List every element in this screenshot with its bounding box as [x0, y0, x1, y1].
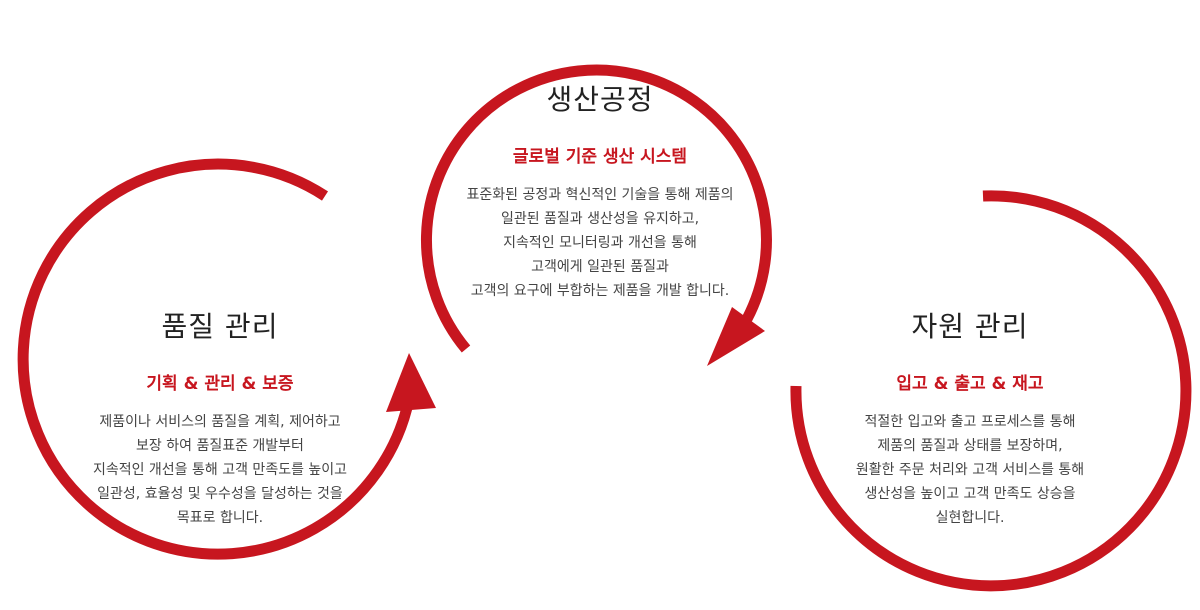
production-arrowhead — [707, 307, 765, 366]
production-line: 표준화된 공정과 혁신적인 기술을 통해 제품의 — [466, 187, 734, 203]
resource-ring — [790, 190, 1192, 592]
quality-arrowhead — [386, 353, 436, 412]
quality-line: 목표로 합니다. — [176, 510, 264, 526]
quality-panel: 품질 관리 기획 & 관리 & 보증 제품이나 서비스의 품질을 계획, 제어하… — [60, 305, 380, 530]
resource-line: 원활한 주문 처리와 고객 서비스를 통해 — [855, 462, 1085, 478]
quality-line: 보장 하여 품질표준 개발부터 — [136, 438, 304, 454]
production-line: 일관된 품질과 생산성을 유지하고, — [500, 211, 700, 227]
resource-description: 적절한 입고와 출고 프로세스를 통해 제품의 품질과 상태를 보장하며, 원활… — [800, 410, 1140, 530]
quality-line: 일관성, 효율성 및 우수성을 달성하는 것을 — [97, 486, 343, 502]
resource-panel: 자원 관리 입고 & 출고 & 재고 적절한 입고와 출고 프로세스를 통해 제… — [800, 305, 1140, 530]
quality-description: 제품이나 서비스의 품질을 계획, 제어하고 보장 하여 품질표준 개발부터 지… — [60, 410, 380, 530]
resource-line: 생산성을 높이고 고객 만족도 상승을 — [864, 486, 1076, 502]
production-ring — [420, 64, 772, 353]
quality-line: 지속적인 개선을 통해 고객 만족도를 높이고 — [92, 462, 348, 478]
resource-subtitle: 입고 & 출고 & 재고 — [896, 374, 1044, 394]
resource-line: 제품의 품질과 상태를 보장하며, — [877, 438, 1063, 454]
production-title: 생산공정 — [546, 83, 654, 116]
resource-title: 자원 관리 — [911, 310, 1029, 343]
resource-line: 실현합니다. — [935, 510, 1005, 526]
production-subtitle: 글로벌 기준 생산 시스템 — [512, 147, 688, 167]
quality-line: 제품이나 서비스의 품질을 계획, 제어하고 — [99, 414, 341, 430]
production-line: 고객에게 일관된 품질과 — [531, 259, 669, 275]
production-line: 지속적인 모니터링과 개선을 통해 — [503, 235, 697, 251]
resource-line: 적절한 입고와 출고 프로세스를 통해 — [864, 414, 1076, 430]
quality-subtitle: 기획 & 관리 & 보증 — [146, 374, 294, 394]
production-description: 표준화된 공정과 혁신적인 기술을 통해 제품의 일관된 품질과 생산성을 유지… — [420, 183, 780, 303]
quality-ring — [17, 158, 415, 560]
production-line: 고객의 요구에 부합하는 제품을 개발 합니다. — [470, 283, 730, 299]
production-panel: 생산공정 글로벌 기준 생산 시스템 표준화된 공정과 혁신적인 기술을 통해 … — [420, 78, 780, 303]
quality-title: 품질 관리 — [161, 310, 279, 343]
